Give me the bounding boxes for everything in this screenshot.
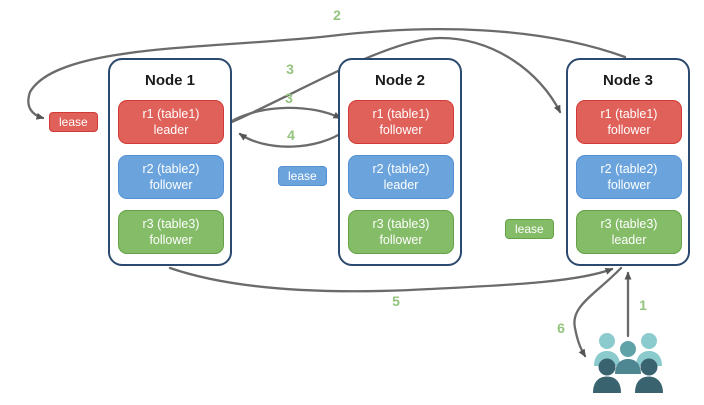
replica-role: follower [607, 178, 651, 192]
replica-name: r2 (table2) [372, 161, 430, 176]
node-3-title: Node 3 [602, 72, 653, 89]
node-2-replica-r2: r2 (table2) leader [348, 155, 454, 199]
node-2-title: Node 2 [374, 72, 425, 89]
arrow-step4-node2-to-node1 [238, 128, 348, 148]
node-1-replica-r2: r2 (table2) follower [118, 155, 224, 199]
node-3: Node 3 r1 (table1) follower r2 (table2) … [566, 58, 690, 266]
replica-name: r2 (table2) [600, 161, 658, 176]
node-2-replica-r1: r1 (table1) follower [348, 100, 454, 144]
arrow-step3-node1-to-node2 [230, 106, 342, 123]
replica-name: r1 (table1) [142, 106, 200, 121]
replica-role: leader [153, 123, 189, 137]
replica-name: r3 (table3) [600, 216, 658, 231]
step-label-6: 6 [557, 320, 565, 336]
node-2-replica-r3: r3 (table3) follower [348, 210, 454, 254]
step-label-5: 5 [392, 293, 400, 309]
replica-role: leader [383, 178, 419, 192]
node-1: Node 1 r1 (table1) leader r2 (table2) fo… [108, 58, 232, 266]
replica-name: r1 (table1) [600, 106, 658, 121]
replica-role: follower [379, 123, 423, 137]
arrow-step5-node1-to-node3 [168, 266, 614, 293]
lease-label-r1: lease [49, 112, 98, 132]
arrow-step3-node1-to-node3 [230, 36, 562, 124]
replica-name: r1 (table1) [372, 106, 430, 121]
arrow-step2-node3-to-lease1 [27, 28, 627, 120]
replica-role: follower [607, 123, 651, 137]
replica-name: r2 (table2) [142, 161, 200, 176]
node-1-replica-r1: r1 (table1) leader [118, 100, 224, 144]
node-3-replica-r3: r3 (table3) leader [576, 210, 682, 254]
replica-role: follower [379, 233, 423, 247]
user-middle [615, 341, 641, 374]
lease-label-r3: lease [505, 219, 554, 239]
node-1-replica-r3: r3 (table3) follower [118, 210, 224, 254]
step-label-4: 4 [287, 127, 295, 143]
users-group-icon [593, 333, 663, 393]
replica-role: follower [149, 233, 193, 247]
step-label-3a: 3 [286, 61, 294, 77]
step-label-3b: 3 [285, 90, 293, 106]
node-1-title: Node 1 [144, 72, 195, 89]
step-label-1: 1 [639, 297, 647, 313]
node-3-replica-r2: r2 (table2) follower [576, 155, 682, 199]
node-3-replica-r1: r1 (table1) follower [576, 100, 682, 144]
node-2: Node 2 r1 (table1) follower r2 (table2) … [338, 58, 462, 266]
lease-label-r2: lease [278, 166, 327, 186]
user-front-right [635, 358, 663, 393]
replica-name: r3 (table3) [372, 216, 430, 231]
replica-name: r3 (table3) [142, 216, 200, 231]
replica-role: leader [611, 233, 647, 247]
user-front-left [593, 358, 621, 393]
step-label-2: 2 [333, 7, 341, 23]
replica-role: follower [149, 178, 193, 192]
arrow-step6-node3-to-users [573, 266, 623, 358]
